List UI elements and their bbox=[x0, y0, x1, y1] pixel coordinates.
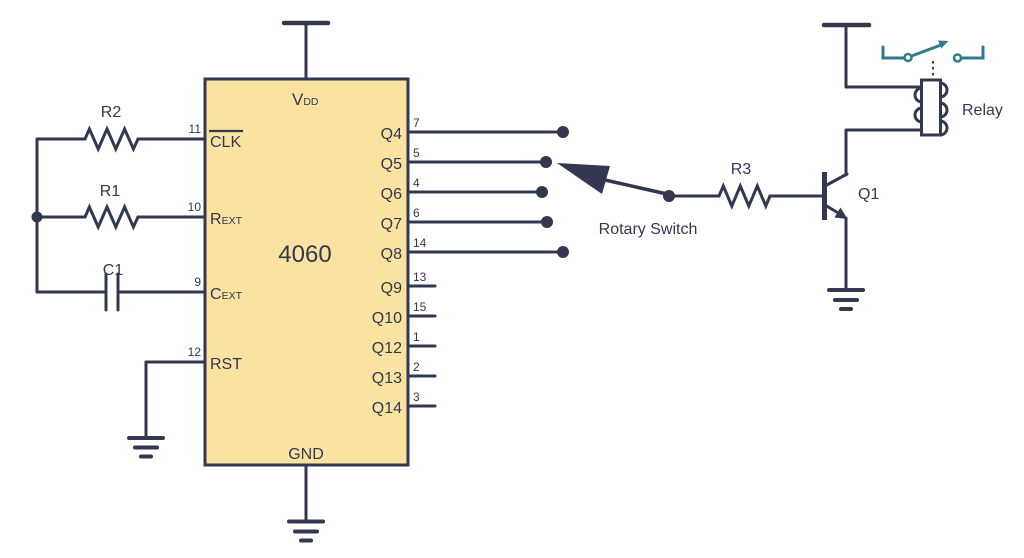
rst-ground bbox=[127, 360, 207, 459]
coil-body bbox=[920, 78, 942, 137]
pin-number-q14: 3 bbox=[413, 390, 420, 404]
ic-4060: 4060 VDD GND 11 CLK 10 REXT 9 CEXT 12 RS… bbox=[188, 77, 427, 467]
ic-body bbox=[203, 77, 410, 467]
rotary-switch: Rotary Switch bbox=[406, 126, 698, 408]
collector-lead bbox=[823, 172, 849, 188]
pin-number-q6: 4 bbox=[413, 176, 420, 190]
contact-q5 bbox=[540, 156, 552, 168]
pin-label-q4: Q4 bbox=[381, 126, 402, 143]
pin-number-q10: 15 bbox=[413, 300, 427, 314]
pin-label-cext: CEXT bbox=[210, 286, 243, 303]
wiper-arrowhead bbox=[557, 163, 610, 194]
pin-label-q7: Q7 bbox=[381, 216, 402, 233]
resistor-r1: R1 bbox=[35, 183, 207, 231]
relay-coil: Relay bbox=[844, 61, 1003, 137]
pin-label-rext: REXT bbox=[210, 211, 243, 228]
vdd-rail-ic bbox=[281, 20, 331, 81]
pin-number-cext: 9 bbox=[194, 275, 201, 289]
pin-label-q10: Q10 bbox=[372, 310, 402, 327]
resistor-zigzag bbox=[83, 125, 140, 153]
switch-blade bbox=[910, 43, 943, 58]
contact-q6 bbox=[536, 186, 548, 198]
pin-label-q14: Q14 bbox=[372, 400, 402, 417]
pin-number-rst: 12 bbox=[188, 345, 202, 359]
wiper-arm bbox=[604, 178, 668, 196]
transistor-q1: Q1 bbox=[822, 129, 879, 290]
rotary-switch-label: Rotary Switch bbox=[599, 221, 698, 238]
ic-ground bbox=[287, 463, 325, 543]
switch-terminal-right bbox=[959, 45, 985, 60]
pin-label-q8: Q8 bbox=[381, 246, 402, 263]
contact-q4 bbox=[557, 126, 569, 138]
switch-contact-node bbox=[903, 52, 913, 63]
pin-number-rext: 10 bbox=[188, 200, 202, 214]
vdd-rail-relay bbox=[821, 22, 872, 89]
pin-label-clk: CLK bbox=[210, 134, 241, 151]
resistor-r3: R3 bbox=[673, 161, 825, 210]
emitter-lead bbox=[823, 203, 841, 215]
pin-number-q8: 14 bbox=[413, 236, 427, 250]
relay-label: Relay bbox=[962, 102, 1003, 119]
transistor-q1-label: Q1 bbox=[858, 186, 879, 203]
emitter-arrowhead bbox=[834, 207, 848, 219]
switch-blade-arrowhead bbox=[938, 40, 949, 49]
resistor-r2-label: R2 bbox=[101, 104, 122, 121]
ic-gnd-label: GND bbox=[288, 446, 324, 463]
pin-number-q13: 2 bbox=[413, 360, 420, 374]
pin-number-q12: 1 bbox=[413, 330, 420, 344]
pin-label-q6: Q6 bbox=[381, 186, 402, 203]
pin-label-rst: RST bbox=[210, 356, 242, 373]
relay-switch bbox=[881, 40, 985, 63]
contact-q7 bbox=[541, 216, 553, 228]
ic-vdd-label: VDD bbox=[292, 90, 319, 109]
pin-number-q5: 5 bbox=[413, 146, 420, 160]
resistor-r3-label: R3 bbox=[731, 161, 752, 178]
pin-number-clk: 11 bbox=[189, 122, 202, 136]
pin-number-q4: 7 bbox=[413, 116, 420, 130]
pin-label-q12: Q12 bbox=[372, 340, 402, 357]
ic-part-number: 4060 bbox=[278, 241, 331, 268]
switch-terminal-left bbox=[881, 45, 906, 60]
capacitor-c1-label: C1 bbox=[103, 262, 124, 279]
q1-ground bbox=[827, 288, 865, 311]
contact-q8 bbox=[557, 246, 569, 258]
resistor-r2: R2 bbox=[35, 104, 207, 153]
pin-number-q9: 13 bbox=[413, 270, 427, 284]
pin-label-q13: Q13 bbox=[372, 370, 402, 387]
resistor-r1-label: R1 bbox=[100, 183, 121, 200]
capacitor-c1: C1 bbox=[35, 262, 207, 312]
resistor-zigzag bbox=[83, 203, 140, 231]
pin-label-q5: Q5 bbox=[381, 156, 402, 173]
pin-number-q7: 6 bbox=[413, 206, 420, 220]
resistor-zigzag bbox=[717, 182, 772, 210]
rc-network: R2 R1 C1 bbox=[31, 104, 207, 312]
switch-contact-node bbox=[952, 53, 963, 63]
pin-label-q9: Q9 bbox=[381, 280, 402, 297]
